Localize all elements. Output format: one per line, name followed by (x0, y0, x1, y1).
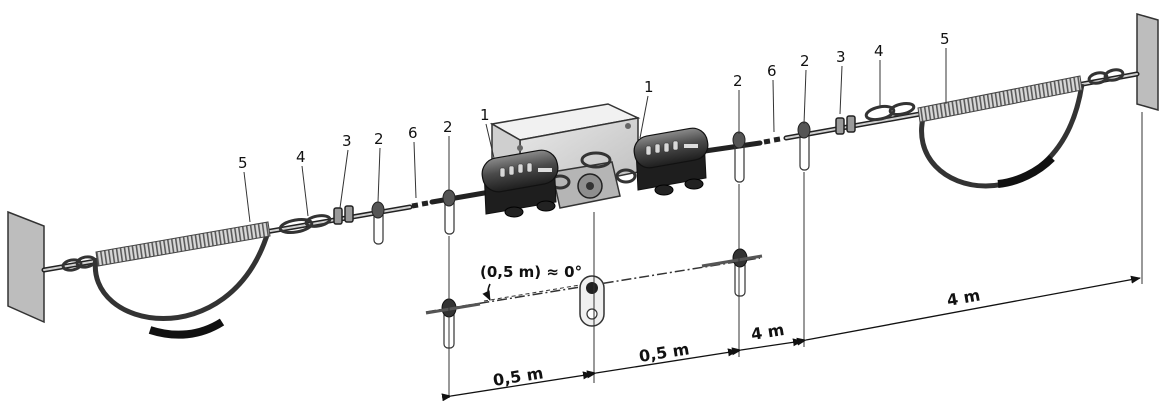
dimension-label-d: 4 m (945, 285, 981, 310)
callout-clamp-right: 3 (836, 48, 846, 66)
eyebolt-right-outer (797, 121, 811, 171)
callout-gap-left: 6 (408, 124, 418, 142)
callout-clamp-left: 3 (342, 132, 352, 150)
callout-switch-right: 1 (644, 78, 654, 96)
callout-eyebolt-4: 2 (800, 52, 810, 70)
switch-lever-detail (579, 275, 605, 327)
dimension-label-c: 4 m (750, 320, 786, 344)
left-wall-plate (7, 210, 45, 324)
callout-eyebolt-3: 2 (733, 72, 743, 90)
wire-clamp-right (835, 115, 856, 135)
dimension-line-b (586, 348, 738, 379)
safety-rope-left (92, 231, 271, 321)
eyebolt-left-outer (371, 201, 385, 245)
pull-rope (702, 140, 763, 154)
leader-lines (243, 48, 947, 223)
callout-thimble-left: 4 (296, 148, 306, 166)
callout-gap-right: 6 (767, 62, 777, 80)
eyebolt-left-inner (442, 189, 456, 235)
eyebolt-detail-right (701, 248, 763, 297)
angle-label: (0,5 m) ≈ 0° (480, 263, 582, 281)
pull-rope (429, 189, 493, 205)
dimension-line-a (441, 371, 593, 401)
rope-gap-left (411, 200, 429, 209)
callout-eyebolt-1: 2 (374, 130, 384, 148)
safety-rope-right-sleeve (997, 155, 1055, 188)
angle-reference-line (483, 284, 581, 302)
angle-arc (482, 283, 491, 301)
callout-switch-left: 1 (480, 106, 490, 124)
switch-mechanism (549, 151, 637, 209)
wire-clamp-left (333, 205, 354, 225)
chain-link-left (61, 255, 97, 272)
pull-switch-grip-left (481, 149, 559, 218)
right-wall-plate (1136, 13, 1159, 111)
eyebolt-detail-left (425, 298, 481, 349)
callout-spring-left: 5 (238, 154, 248, 172)
safety-rope-right (919, 83, 1085, 189)
callout-spring-right: 5 (940, 30, 950, 48)
thimble-left (278, 214, 332, 235)
tension-spring-left (95, 221, 271, 267)
eyebolt-right-inner (732, 131, 746, 183)
dimension-line-d (796, 275, 1141, 346)
safety-rope-left-sleeve (148, 318, 225, 339)
tension-spring-right (917, 75, 1083, 123)
thimble-right (864, 102, 916, 122)
callout-thimble-right: 4 (874, 42, 884, 60)
callout-eyebolt-2: 2 (443, 118, 453, 136)
rope-gap-right (763, 136, 781, 145)
chain-link-right (1087, 68, 1125, 85)
dimension-line-c (731, 338, 803, 356)
pull-switch-grip-right (633, 127, 709, 196)
dimension-label-a: 0,5 m (492, 363, 545, 390)
dimension-label-b: 0,5 m (638, 339, 691, 366)
